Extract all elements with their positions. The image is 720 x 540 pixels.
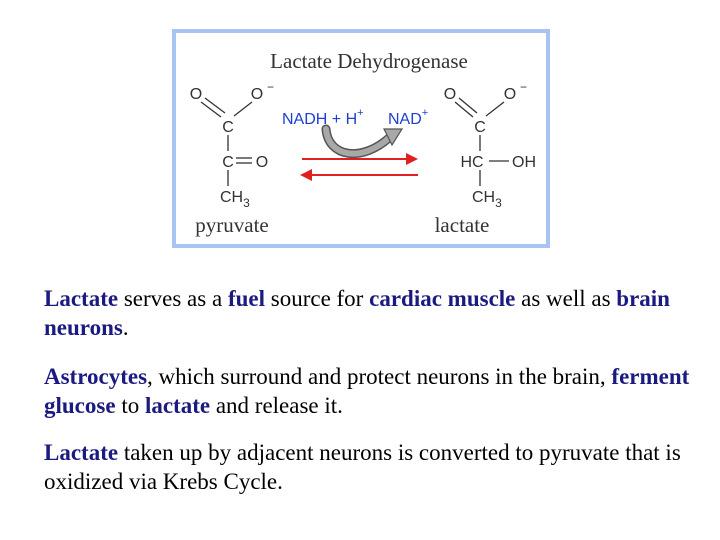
pyruvate-ch3: CH3 [220, 189, 250, 210]
pyruvate-o-left: O [190, 86, 202, 103]
pyruvate-bonds [200, 97, 253, 186]
paragraph-astrocytes: Astrocytes, which surround and protect n… [44, 364, 690, 418]
lactate-charge: − [520, 80, 527, 94]
lactate-c1: C [474, 119, 486, 136]
reaction-diagram: Lactate Dehydrogenase O O − C C O CH3 py… [190, 49, 536, 237]
pyruvate-c1: C [222, 119, 234, 136]
lactate-o-minus: O [504, 86, 516, 103]
curved-cofactor-arrow [321, 124, 404, 159]
pyruvate-o-keto: O [256, 154, 268, 171]
lactate-structure: O O − C HC OH CH3 lactate [435, 80, 536, 237]
lactate-o-left: O [444, 86, 456, 103]
pyruvate-charge: − [267, 80, 274, 94]
equilibrium-arrows [300, 153, 418, 181]
pyruvate-c2: C [222, 154, 234, 171]
lactate-hc: HC [460, 154, 483, 171]
lactate-ch3: CH3 [472, 189, 502, 210]
reverse-arrowhead [300, 169, 312, 181]
paragraph-lactate-fuel: Lactate serves as a fuel source for card… [44, 286, 670, 340]
figure-title: Lactate Dehydrogenase [270, 49, 468, 73]
lactate-oh: OH [512, 154, 536, 171]
lactate-label: lactate [435, 213, 490, 237]
pyruvate-structure: O O − C C O CH3 pyruvate [190, 80, 274, 237]
pyruvate-label: pyruvate [195, 213, 268, 237]
cofactor-nadh: NADH + H+ [282, 107, 364, 128]
lactate-bonds [454, 97, 509, 186]
ldh-reaction-figure: Lactate Dehydrogenase O O − C C O CH3 py… [172, 29, 550, 248]
forward-arrowhead [406, 153, 418, 165]
cofactor-nad: NAD+ [388, 107, 428, 128]
pyruvate-o-minus: O [251, 86, 263, 103]
paragraph-lactate-uptake: Lactate taken up by adjacent neurons is … [44, 440, 681, 494]
